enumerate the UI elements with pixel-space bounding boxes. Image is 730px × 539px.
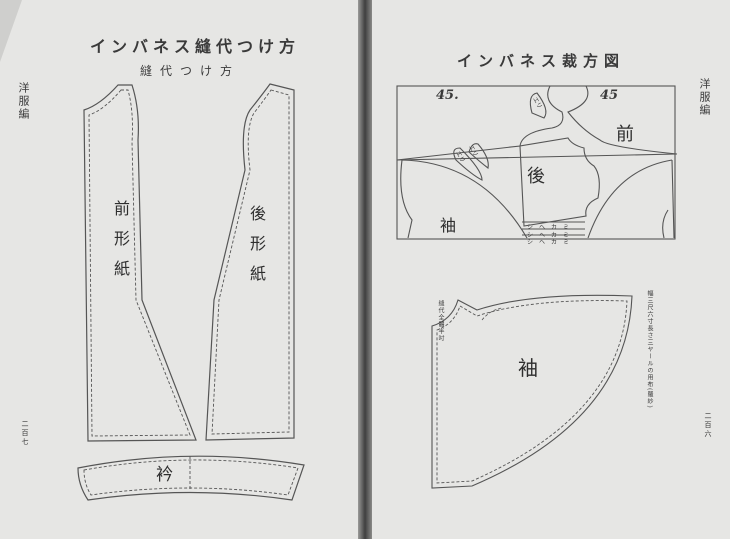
pattern-drawings-left — [77, 83, 305, 501]
running-head: 洋服編 — [17, 82, 30, 121]
front-pattern — [83, 84, 197, 442]
figure-caption: 縫代つけ方 — [140, 64, 241, 78]
page-number: 二百七 — [21, 420, 29, 447]
collar-pattern — [77, 455, 305, 501]
right-page: インバネス裁方図 45. 45 洋服編 前 後 袖 エリ エリ エリ ミカヘシ … — [372, 0, 730, 539]
fabric-outline — [396, 85, 676, 240]
width-label-right: 45 — [600, 88, 619, 103]
sleeve-piece-left — [400, 159, 528, 239]
page-title: インバネス裁方図 — [457, 52, 626, 70]
sleeve-pattern — [431, 294, 633, 489]
front-piece — [396, 85, 678, 161]
sleeve-pattern-label: 袖 — [518, 356, 538, 380]
page-number: 二百六 — [704, 412, 712, 439]
cutting-layout-diagram — [396, 85, 678, 489]
facing-label: ミカヘシ — [527, 232, 576, 239]
facing-label: ミカヘシ — [527, 239, 576, 246]
front-label: 前 — [616, 124, 634, 145]
page-title: インバネス縫代つけ方 — [90, 37, 301, 56]
book-gutter — [358, 0, 372, 539]
back-piece — [519, 137, 600, 227]
front-pattern-label: 前形紙 — [111, 200, 130, 290]
facing-label: ミカヘシ — [527, 224, 576, 231]
sleeve-label: 袖 — [440, 216, 457, 235]
left-page: インバネス縫代つけ方 縫代つけ方 洋服編 前形紙 後形紙 衿 二百七 — [0, 0, 362, 539]
back-pattern — [205, 83, 295, 441]
running-head: 洋服編 — [698, 78, 711, 117]
fabric-note: 幅三尺六寸長さ三ヤールの用布(羅紗) — [646, 290, 653, 409]
back-label: 後 — [527, 166, 545, 187]
width-label-left: 45. — [436, 88, 459, 103]
seam-allowance-note: 縫代全體半吋 — [437, 300, 444, 342]
sleeve-piece-right — [587, 159, 675, 239]
collar-label: 衿 — [156, 465, 173, 485]
back-pattern-label: 後形紙 — [247, 205, 266, 295]
